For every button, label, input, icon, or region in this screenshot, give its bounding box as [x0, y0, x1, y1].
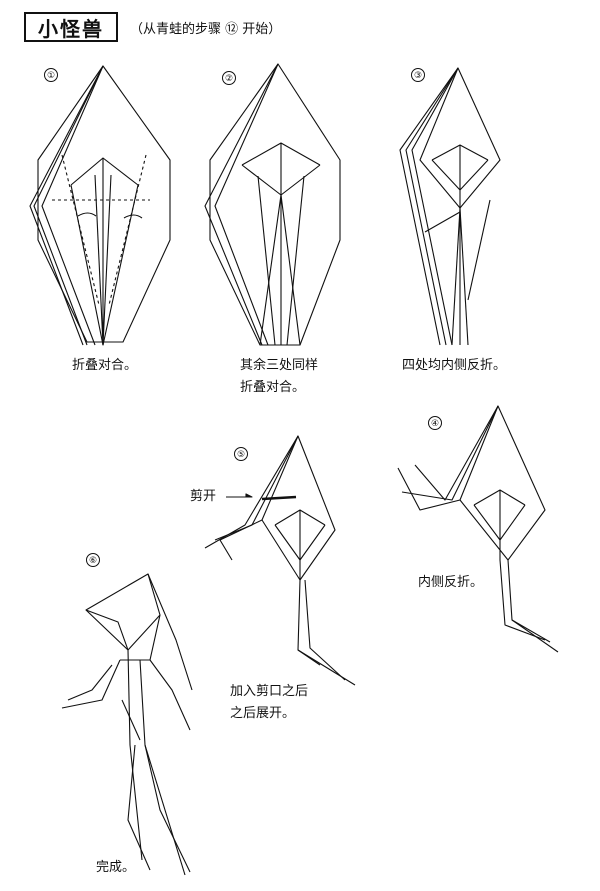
- cut-label: 剪开: [190, 489, 217, 504]
- step-2-caption-line-1: 其余三处同样: [240, 358, 319, 373]
- page-title: 小怪兽: [24, 12, 118, 42]
- step-2-number: ②: [222, 71, 236, 85]
- step-5-number: ⑤: [234, 447, 248, 461]
- step-5-caption-line-1: 加入剪口之后: [230, 684, 309, 699]
- page-title-text: 小怪兽: [38, 16, 104, 41]
- step-2-caption-line-2: 折叠对合。: [240, 380, 306, 395]
- step-4-number: ④: [428, 416, 442, 430]
- step-3-caption: 四处均内侧反折。: [402, 358, 507, 373]
- step-3-number: ③: [411, 68, 425, 82]
- step-6-number: ⑥: [86, 553, 100, 567]
- step-1-caption: 折叠对合。: [72, 358, 138, 373]
- step-1-number: ①: [44, 68, 58, 82]
- step-5-caption-line-2: 之后展开。: [230, 706, 296, 721]
- step-4-caption: 内侧反折。: [418, 575, 484, 590]
- page-subtitle: （从青蛙的步骤 ⑫ 开始）: [130, 22, 282, 37]
- step-6-caption: 完成。: [96, 860, 136, 875]
